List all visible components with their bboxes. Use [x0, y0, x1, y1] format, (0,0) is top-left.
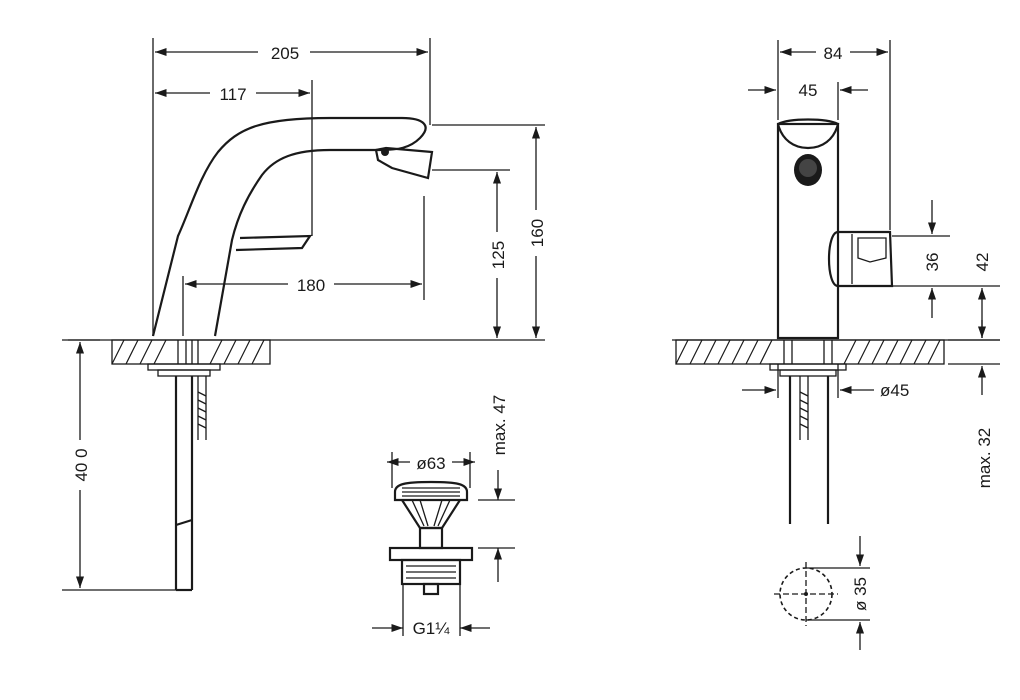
dim-deck-thickness: max. 32 — [975, 428, 994, 488]
waste-view: ø63 max. 47 G1¼ — [372, 395, 515, 638]
dim-outlet-height: 125 — [489, 241, 508, 269]
dim-plug-diameter: ø63 — [416, 454, 445, 473]
faucet-body-front — [769, 118, 894, 524]
dim-spout-reach: 180 — [297, 276, 325, 295]
dim-hose-length: 40 0 — [72, 448, 91, 481]
countertop-side — [111, 339, 271, 365]
dim-handle-top: 42 — [973, 253, 992, 272]
front-view: 84 45 36 42 max. 32 ø45 — [672, 40, 1000, 650]
mounting-hole — [774, 562, 870, 626]
dim-plug-height: max. 47 — [490, 395, 509, 455]
dim-body-width: 45 — [799, 81, 818, 100]
dim-total-length: 205 — [271, 44, 299, 63]
waste-plug — [388, 480, 474, 596]
dim-hole-diameter: ø 35 — [851, 577, 870, 611]
faucet-body-side — [147, 116, 434, 377]
dim-thread: G1¼ — [413, 619, 451, 638]
dim-total-width: 84 — [824, 44, 843, 63]
supply-hose-side — [174, 376, 207, 592]
side-view: 205 117 180 125 160 40 0 — [62, 38, 547, 592]
dim-lever-offset: 117 — [219, 85, 246, 104]
dim-base-diameter: ø45 — [880, 381, 909, 400]
dim-handle-height: 36 — [923, 253, 942, 272]
countertop-front — [675, 339, 945, 365]
dim-total-height: 160 — [528, 219, 547, 247]
